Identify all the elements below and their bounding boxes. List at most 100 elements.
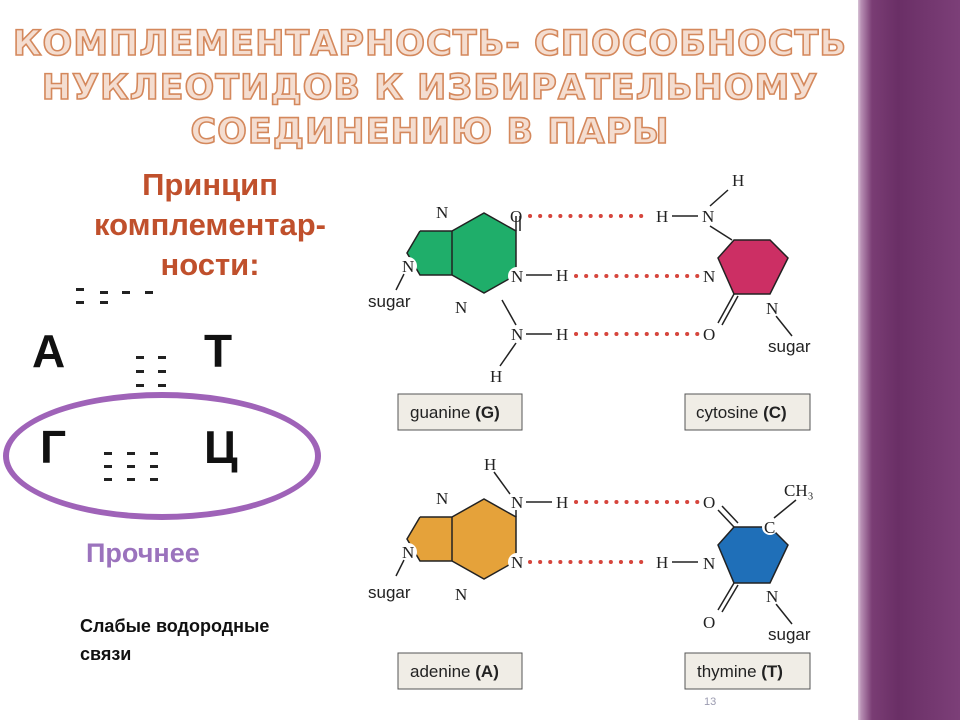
adenine-code: (A): [475, 662, 499, 681]
atom-n: N: [511, 493, 523, 512]
atom-bg: [399, 257, 417, 275]
adenine-structure: N N N N H N H sugar: [368, 455, 568, 604]
atom-bg: [508, 553, 526, 571]
adenine-label-box: adenine (A): [397, 652, 523, 690]
atom-bg: [763, 587, 781, 605]
guanine-six-ring: [452, 213, 516, 293]
atom-n: N: [436, 489, 448, 508]
atom-o: O: [510, 207, 522, 226]
sugar-label: sugar: [368, 583, 411, 602]
bond-dash: [136, 370, 144, 373]
principle-line-3: ности:: [160, 247, 260, 282]
principle-heading: Принцип комплементар- ности:: [40, 165, 380, 285]
atom-h: H: [556, 493, 568, 512]
atom-bg: [508, 267, 526, 285]
title-line-3: соединению в пары: [190, 111, 670, 153]
atom-o: O: [703, 493, 715, 512]
bond-dash: [127, 452, 135, 455]
dash: [100, 301, 108, 304]
bond-line: [709, 225, 733, 241]
bond-line: [775, 315, 793, 337]
guanine-label-box: guanine (G): [397, 393, 523, 431]
page-number: 13: [704, 696, 717, 708]
atom-n: N: [766, 299, 778, 318]
dash: [145, 291, 153, 294]
weak-bonds-line-1: Слабые водородные: [80, 616, 270, 636]
atom-h: H: [484, 455, 496, 474]
atom-n: N: [703, 554, 715, 573]
cytosine-structure: N N H N H O sugar: [656, 171, 811, 356]
atom-bg: [763, 299, 781, 317]
guanine-structure: N N N N O H N H H sugar: [368, 203, 568, 386]
bond-dash: [150, 452, 158, 455]
bond-dash: [136, 384, 144, 387]
atom-o: O: [703, 613, 715, 632]
cytosine-name: cytosine: [696, 403, 758, 422]
bond-line: [721, 584, 739, 613]
bond-dash: [104, 452, 112, 455]
atom-n: N: [511, 553, 523, 572]
atom-ch3: CH₃: [784, 481, 814, 500]
cytosine-ring: [718, 240, 788, 294]
bond-dash: [136, 356, 144, 359]
atom-bg: [399, 543, 417, 561]
atom-n: N: [402, 543, 414, 562]
atom-n: N: [455, 585, 467, 604]
bond-dash: [127, 465, 135, 468]
bond-line: [493, 471, 511, 495]
weak-bonds-note: Слабые водородные связи: [80, 612, 320, 668]
weak-bonds-line-2: связи: [80, 644, 132, 664]
bond-line: [721, 505, 739, 524]
thymine-name: thymine: [697, 662, 757, 681]
atom-bg: [762, 519, 778, 535]
dash: [76, 301, 84, 304]
bond-line: [717, 293, 735, 324]
atom-n: N: [436, 203, 448, 222]
guanine-five-ring: [407, 231, 452, 275]
atom-n: N: [702, 207, 714, 226]
thymine-ring: [718, 527, 788, 583]
bond-line: [773, 499, 797, 519]
bond-line: [709, 189, 729, 207]
slide-title: Комплементарность- способность нуклеотид…: [0, 22, 860, 154]
bond-dash: [150, 465, 158, 468]
atom-h: H: [656, 553, 668, 572]
bond-dash: [127, 478, 135, 481]
atom-o: O: [703, 325, 715, 344]
guanine-name: guanine: [410, 403, 471, 422]
stronger-label: Прочнее: [86, 538, 200, 568]
letter-t: Т: [204, 325, 233, 377]
svg-text:cytosine (C): cytosine (C): [696, 403, 787, 422]
atom-h: H: [556, 325, 568, 344]
decorative-sidebar: [858, 0, 960, 720]
adenine-five-ring: [407, 517, 452, 561]
atom-bg: [700, 267, 718, 285]
atom-bg: [433, 489, 451, 507]
atom-n: N: [703, 267, 715, 286]
atom-bg: [433, 203, 451, 221]
atom-n: N: [402, 257, 414, 276]
atom-n: N: [511, 325, 523, 344]
cytosine-code: (C): [763, 403, 787, 422]
atom-n: N: [455, 298, 467, 317]
sugar-label: sugar: [768, 337, 811, 356]
dash: [76, 288, 84, 291]
bond-line: [501, 299, 517, 326]
bond-dash: [158, 370, 166, 373]
principle-line-1: Принцип: [142, 167, 278, 202]
atom-bg: [452, 585, 470, 603]
atom-c: C: [764, 518, 775, 537]
title-line-2: нуклеотидов к избирательному: [41, 67, 819, 109]
atom-n: N: [511, 267, 523, 286]
bond-line: [775, 603, 793, 625]
letter-g: Г: [40, 421, 67, 473]
letter-c: Ц: [204, 421, 238, 473]
highlight-ellipse: [3, 392, 321, 520]
bond-dash: [158, 384, 166, 387]
svg-text:thymine (T): thymine (T): [697, 662, 783, 681]
bond-dash: [104, 478, 112, 481]
bond-dash: [104, 465, 112, 468]
cytosine-label-box: cytosine (C): [684, 393, 811, 431]
